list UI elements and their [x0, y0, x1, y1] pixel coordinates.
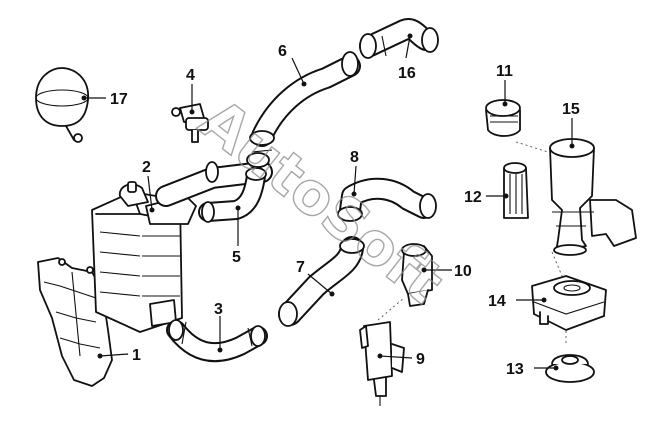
callout-16: 16 — [398, 65, 416, 82]
part-11-cap — [485, 99, 521, 137]
callout-9: 9 — [416, 351, 425, 368]
part-9-solenoid-valve — [359, 321, 405, 406]
callout-10: 10 — [454, 263, 472, 280]
part-12-filter — [503, 162, 529, 219]
part-7-hose — [278, 236, 365, 327]
part-17-expansion-tank — [35, 67, 89, 143]
part-6-upper-hose — [246, 51, 361, 168]
callout-8: 8 — [350, 149, 359, 166]
callout-11: 11 — [496, 63, 513, 80]
part-15-reservoir — [549, 138, 637, 256]
callout-3: 3 — [214, 301, 223, 318]
callout-numbers: 1 2 3 4 5 6 7 8 9 10 11 12 13 14 15 16 1… — [110, 43, 580, 378]
callout-7: 7 — [296, 259, 305, 276]
callout-17: 17 — [110, 91, 128, 108]
part-14-pump — [531, 275, 607, 331]
leader-lines — [81, 33, 575, 371]
callout-12: 12 — [464, 189, 482, 206]
callout-13: 13 — [506, 361, 524, 378]
part-1-air-duct-shroud — [37, 257, 113, 387]
part-5-hose — [198, 166, 267, 223]
callout-2: 2 — [142, 159, 151, 176]
part-3-lower-hose — [166, 319, 268, 363]
callout-4: 4 — [186, 67, 195, 84]
part-16-hose — [359, 18, 439, 59]
callout-14: 14 — [488, 293, 506, 310]
callout-6: 6 — [278, 43, 287, 60]
callout-1: 1 — [132, 347, 141, 364]
part-2-intercooler — [91, 181, 197, 333]
callout-15: 15 — [562, 101, 580, 118]
callout-5: 5 — [232, 249, 241, 266]
part-10-valve — [401, 243, 433, 307]
